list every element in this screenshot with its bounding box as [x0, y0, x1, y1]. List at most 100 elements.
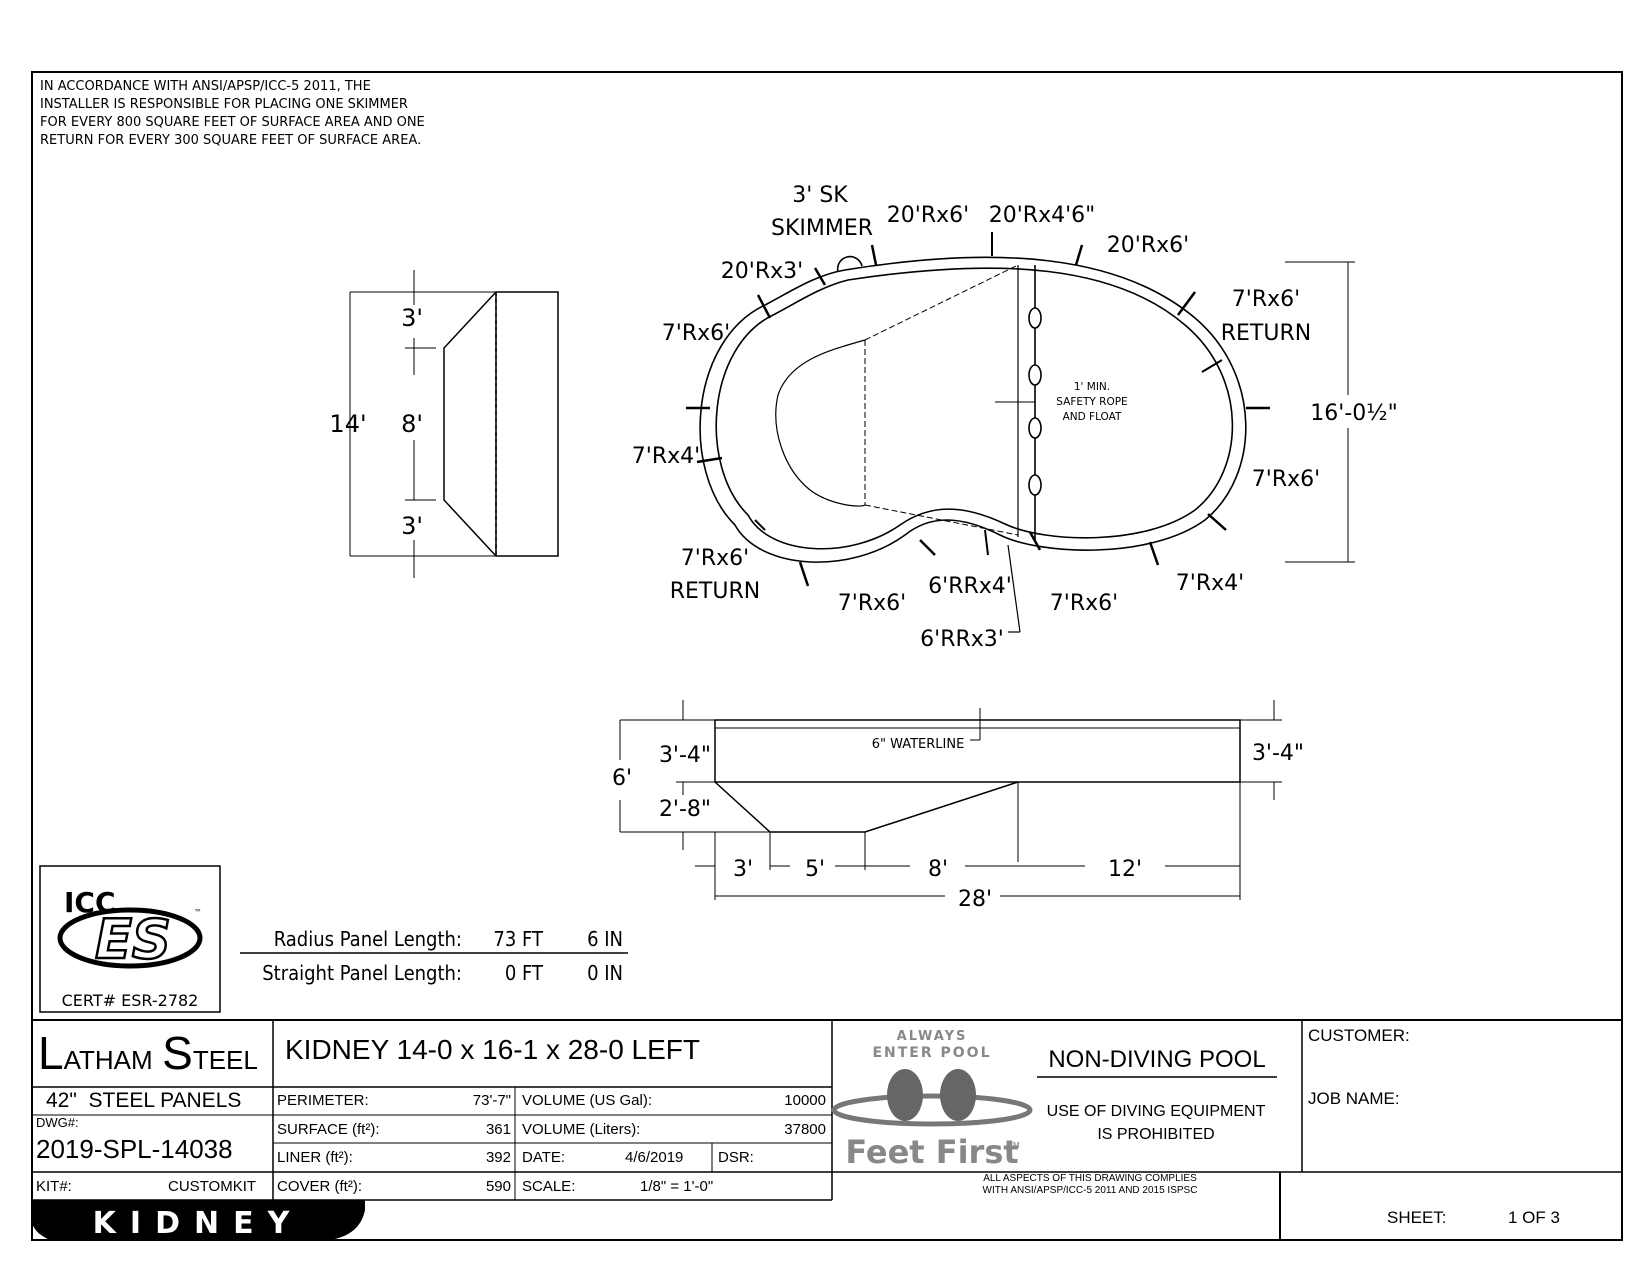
dwg-label: DWG#:: [36, 1115, 79, 1130]
straight-panel-ft: 0 FT: [505, 961, 544, 985]
float-2: [1028, 364, 1042, 386]
skimmer-label: SKIMMER: [771, 216, 873, 241]
end-view-top-dim: 3': [401, 304, 423, 332]
panel-label-1: 20'Rx3': [721, 259, 803, 284]
scale-value: 1/8" = 1'-0": [640, 1178, 714, 1195]
svg-text:Feet First: Feet First: [845, 1133, 1018, 1171]
panel-label-13: 7'Rx4': [632, 444, 700, 469]
float-1: [1028, 307, 1042, 329]
safety-rope-note-3: AND FLOAT: [1063, 411, 1122, 423]
float-4: [1028, 474, 1042, 496]
installer-note: IN ACCORDANCE WITH ANSI/APSP/ICC-5 2011,…: [40, 79, 425, 148]
icc-es-logo: ICC ES ™: [57, 886, 203, 972]
float-3: [1028, 417, 1042, 439]
kit-number: CUSTOMKIT: [168, 1178, 257, 1195]
kidney-banner: [32, 1200, 365, 1240]
radius-panel-ft: 73 FT: [493, 927, 544, 951]
panel-label-7: 7'Rx4': [1176, 571, 1244, 596]
skimmer-size-label: 3' SK: [792, 183, 848, 208]
end-view-bottom-dim: 3': [401, 512, 423, 540]
svg-text:ENTER POOL: ENTER POOL: [872, 1045, 991, 1061]
panel-label-8: 7'Rx6': [681, 546, 749, 571]
panel-label-11: 6'RRx3': [920, 627, 1004, 652]
volume-gal-value: 10000: [784, 1092, 826, 1109]
straight-panel-in: 0 IN: [587, 961, 623, 985]
perimeter-label: PERIMETER:: [277, 1092, 369, 1109]
svg-text:ES: ES: [95, 908, 171, 971]
panel-label-3: 20'Rx4'6": [989, 203, 1096, 228]
liner-value: 392: [485, 1149, 511, 1166]
end-view: [349, 270, 559, 578]
section-dim-1: 3': [733, 857, 753, 882]
straight-panel-label: Straight Panel Length:: [262, 961, 462, 985]
date-label: DATE:: [522, 1149, 566, 1166]
radius-panel-in: 6 IN: [587, 927, 623, 951]
end-view-overall-dim: 14': [329, 410, 366, 438]
volume-liters-value: 37800: [784, 1121, 826, 1138]
non-diving-title: NON-DIVING POOL: [1048, 1046, 1266, 1073]
section-total-length: 28': [958, 887, 992, 912]
radius-panel-label: Radius Panel Length:: [274, 927, 462, 951]
section-left-mid-dim: 2'-8": [659, 797, 711, 822]
svg-text:TM: TM: [1007, 1141, 1020, 1150]
date-value: 4/6/2019: [625, 1149, 684, 1166]
end-view-profile: [443, 291, 497, 557]
pool-outline-inner: [715, 267, 1234, 550]
section-dim-4: 12': [1108, 857, 1142, 882]
customer-label: CUSTOMER:: [1308, 1026, 1410, 1045]
return-label-1: RETURN: [1221, 321, 1311, 346]
sheet-border: [31, 71, 1623, 1241]
safety-rope-note-1: 1' MIN.: [1074, 381, 1110, 393]
panel-label-12: 7'Rx6': [1050, 591, 1118, 616]
latham-steel-logo: LATHAM STEEL: [38, 1027, 258, 1079]
section-right-top-dim: 3'-4": [1252, 741, 1304, 766]
compliance-note-line2: WITH ANSI/APSP/ICC-5 2011 AND 2015 ISPSC: [982, 1185, 1198, 1196]
cover-value: 590: [485, 1178, 511, 1195]
foot-icon-left: [887, 1069, 923, 1121]
panel-label-9: 7'Rx6': [838, 591, 906, 616]
volume-liters-label: VOLUME (Liters):: [522, 1121, 641, 1138]
section-left-total-dim: 6': [612, 766, 632, 791]
pool-width-dim: 16'-0½": [1310, 401, 1397, 426]
dwg-number: 2019-SPL-14038: [36, 1134, 233, 1164]
pool-outline-outer: [699, 256, 1247, 563]
safety-rope-note-2: SAFETY ROPE: [1056, 396, 1127, 408]
scale-label: SCALE:: [522, 1178, 576, 1195]
panel-label-2: 20'Rx6': [887, 203, 969, 228]
panel-label-14: 7'Rx6': [662, 321, 730, 346]
svg-text:ALWAYS: ALWAYS: [897, 1029, 968, 1044]
compliance-note-line1: ALL ASPECTS OF THIS DRAWING COMPLIES: [983, 1173, 1197, 1184]
foot-icon-right: [940, 1069, 976, 1121]
return-label-2: RETURN: [670, 579, 760, 604]
panel-type: 42" STEEL PANELS: [46, 1089, 242, 1112]
section-dim-2: 5': [805, 857, 825, 882]
job-name-label: JOB NAME:: [1308, 1089, 1400, 1108]
kidney-banner-text: KIDNEY: [93, 1206, 304, 1241]
deep-end-hopper: [775, 339, 866, 507]
surface-value: 361: [485, 1121, 511, 1138]
kit-label: KIT#:: [36, 1178, 72, 1195]
end-view-wall: [495, 291, 559, 557]
perimeter-value: 73'-7": [472, 1092, 511, 1109]
diving-warning-line2: IS PROHIBITED: [1097, 1126, 1215, 1143]
plan-view: [686, 232, 1355, 633]
surface-label: SURFACE (ft²):: [277, 1121, 380, 1138]
section-deep-profile: [714, 781, 1019, 833]
pool-model: KIDNEY 14-0 x 16-1 x 28-0 LEFT: [285, 1034, 700, 1065]
section-shallow-body: [714, 719, 1241, 783]
cert-box: [39, 865, 221, 1013]
cert-number: CERT# ESR-2782: [62, 991, 199, 1010]
panel-label-5: 7'Rx6': [1232, 287, 1300, 312]
section-dim-3: 8': [928, 857, 948, 882]
section-left-top-dim: 3'-4": [659, 743, 711, 768]
volume-gal-label: VOLUME (US Gal):: [522, 1092, 653, 1109]
diving-warning-line1: USE OF DIVING EQUIPMENT: [1046, 1103, 1266, 1120]
waterline-label: 6" WATERLINE: [872, 737, 965, 752]
panel-label-4: 20'Rx6': [1107, 233, 1189, 258]
panel-label-6: 7'Rx6': [1252, 467, 1320, 492]
liner-label: LINER (ft²):: [277, 1149, 353, 1166]
sheet-number: 1 OF 3: [1508, 1208, 1560, 1227]
panel-label-10: 6'RRx4': [928, 574, 1012, 599]
